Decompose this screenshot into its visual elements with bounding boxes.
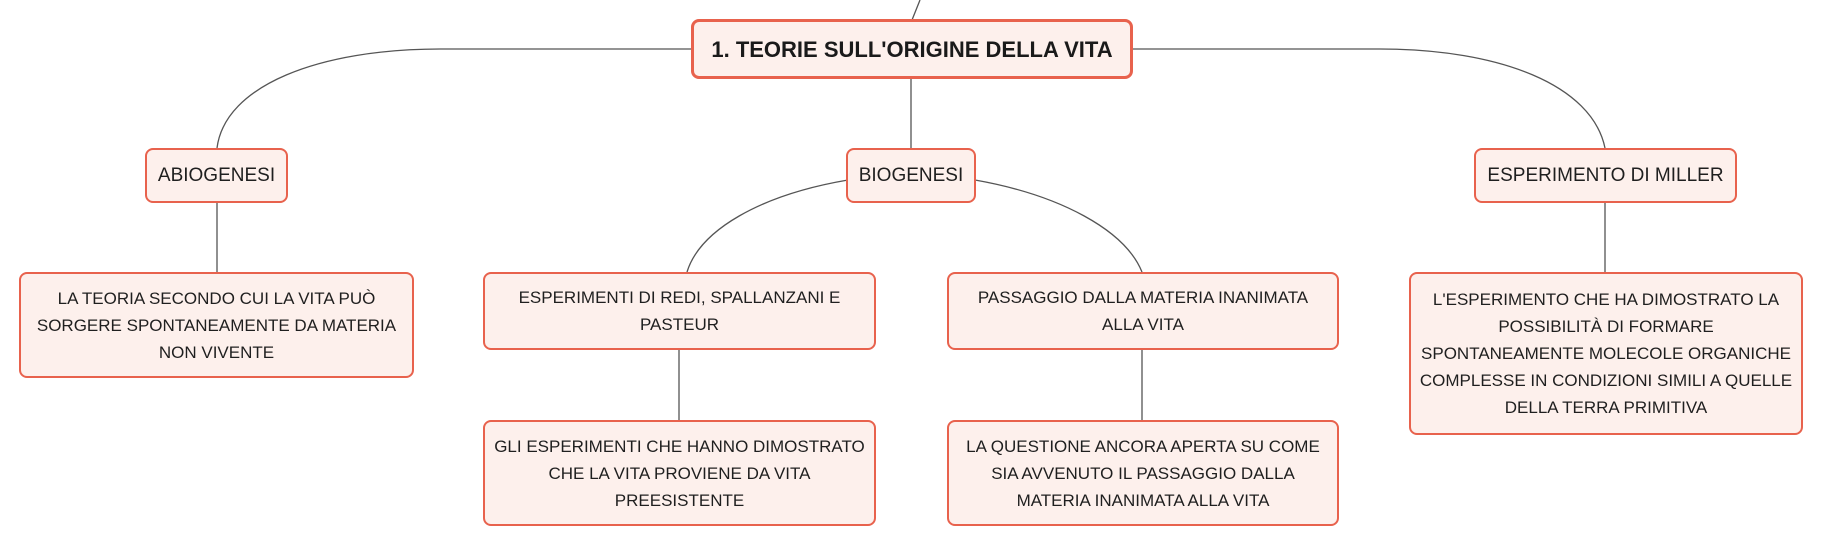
connector-root-to-abiogenesi xyxy=(216,48,691,149)
miller-node[interactable]: ESPERIMENTO DI MILLER xyxy=(1474,148,1737,203)
miller-node-label: ESPERIMENTO DI MILLER xyxy=(1487,165,1724,186)
connector-biogenesi-to-experiments xyxy=(686,179,849,273)
biogenesi-node[interactable]: BIOGENESI xyxy=(846,148,976,203)
biogenesi-transition-node[interactable]: PASSAGGIO DALLA MATERIA INANIMATA ALLA V… xyxy=(947,272,1339,350)
biogenesi-node-label: BIOGENESI xyxy=(858,165,964,186)
connector-biogenesi-to-transition xyxy=(974,179,1143,273)
root-node-label: 1. TEORIE SULL'ORIGINE DELLA VITA xyxy=(711,36,1113,62)
abiogenesi-description-text: LA TEORIA SECONDO CUI LA VITA PUÒ SORGER… xyxy=(36,288,397,362)
experiments-detail-text: GLI ESPERIMENTI CHE HANNO DIMOSTRATO CHE… xyxy=(494,436,865,510)
experiments-detail-node[interactable]: GLI ESPERIMENTI CHE HANNO DIMOSTRATO CHE… xyxy=(483,420,876,526)
miller-description-text: L'ESPERIMENTO CHE HA DIMOSTRATO LA POSSI… xyxy=(1419,290,1793,417)
connector-parent-to-root xyxy=(911,0,921,21)
transition-detail-text: LA QUESTIONE ANCORA APERTA SU COME SIA A… xyxy=(966,436,1320,510)
root-node[interactable]: 1. TEORIE SULL'ORIGINE DELLA VITA xyxy=(691,19,1133,79)
biogenesi-experiments-text: ESPERIMENTI DI REDI, SPALLANZANI E PASTE… xyxy=(518,288,841,334)
abiogenesi-description-node[interactable]: LA TEORIA SECONDO CUI LA VITA PUÒ SORGER… xyxy=(19,272,414,378)
abiogenesi-node[interactable]: ABIOGENESI xyxy=(145,148,288,203)
miller-description-node[interactable]: L'ESPERIMENTO CHE HA DIMOSTRATO LA POSSI… xyxy=(1409,272,1803,435)
connector-root-to-miller xyxy=(1132,48,1606,149)
transition-detail-node[interactable]: LA QUESTIONE ANCORA APERTA SU COME SIA A… xyxy=(947,420,1339,526)
biogenesi-experiments-node[interactable]: ESPERIMENTI DI REDI, SPALLANZANI E PASTE… xyxy=(483,272,876,350)
abiogenesi-node-label: ABIOGENESI xyxy=(157,165,276,186)
biogenesi-transition-text: PASSAGGIO DALLA MATERIA INANIMATA ALLA V… xyxy=(977,288,1309,334)
